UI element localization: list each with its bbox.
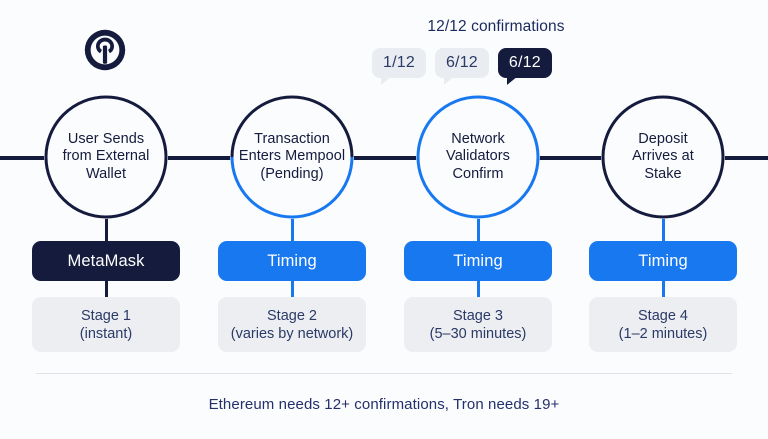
- footer-divider: [36, 373, 732, 374]
- stage-box-3: Stage 3 (5–30 minutes): [404, 297, 552, 352]
- chip-label: Timing: [267, 251, 317, 270]
- chip-metamask[interactable]: MetaMask: [32, 241, 180, 281]
- chip-timing-4[interactable]: Timing: [589, 241, 737, 281]
- stage-title: Stage 4: [638, 307, 688, 324]
- tree-circle-logo-icon: [84, 29, 126, 71]
- node-ring-navy: [44, 95, 168, 219]
- stage-box-1: Stage 1 (instant): [32, 297, 180, 352]
- stage-detail: (instant): [79, 325, 133, 342]
- badge-tail: [443, 76, 455, 85]
- stage-title: Stage 1: [81, 307, 131, 324]
- node-ring-navy: [601, 95, 725, 219]
- chip-label: Timing: [453, 251, 503, 270]
- stage-title: Stage 2: [267, 307, 317, 324]
- node-ring-split: [230, 95, 354, 219]
- chip-timing-3[interactable]: Timing: [404, 241, 552, 281]
- stage-box-4: Stage 4 (1–2 minutes): [589, 297, 737, 352]
- badge-label: 1/12: [383, 54, 415, 71]
- badge-1-of-12[interactable]: 1/12: [372, 48, 426, 85]
- node-ring-blue: [416, 95, 540, 219]
- badge-label: 6/12: [445, 54, 478, 71]
- stage-detail: (varies by network): [230, 325, 354, 342]
- badge-label: 6/12: [508, 54, 541, 71]
- badge-6-of-12-dark[interactable]: 6/12: [497, 48, 552, 85]
- node-validators-confirm[interactable]: Network Validators Confirm: [416, 95, 540, 219]
- node-enters-mempool[interactable]: Transaction Enters Mempool (Pending): [230, 95, 354, 219]
- stage-title: Stage 3: [453, 307, 503, 324]
- badge-tail: [381, 76, 392, 85]
- node-label: Network Validators Confirm: [446, 130, 510, 182]
- badge-tail: [506, 76, 518, 85]
- node-deposit-arrives[interactable]: Deposit Arrives at Stake: [601, 95, 725, 219]
- node-user-sends[interactable]: User Sends from External Wallet: [44, 95, 168, 219]
- confirmation-badges: 1/12 6/12 6/12: [372, 48, 552, 85]
- stage-detail: (5–30 minutes): [429, 325, 527, 342]
- footer-note: Ethereum needs 12+ confirmations, Tron n…: [208, 396, 560, 413]
- node-label: Transaction Enters Mempool (Pending): [238, 130, 346, 182]
- chip-timing-2[interactable]: Timing: [218, 241, 366, 281]
- node-label: User Sends from External Wallet: [62, 130, 150, 182]
- confirmations-caption: 12/12 confirmations: [427, 18, 565, 35]
- stage-box-2: Stage 2 (varies by network): [218, 297, 366, 352]
- flow-rail: [0, 156, 768, 160]
- chip-label: Timing: [638, 251, 688, 270]
- badge-6-of-12-light[interactable]: 6/12: [434, 48, 489, 85]
- stage-detail: (1–2 minutes): [618, 325, 708, 342]
- node-label: Deposit Arrives at Stake: [632, 130, 694, 182]
- chip-label: MetaMask: [67, 251, 145, 270]
